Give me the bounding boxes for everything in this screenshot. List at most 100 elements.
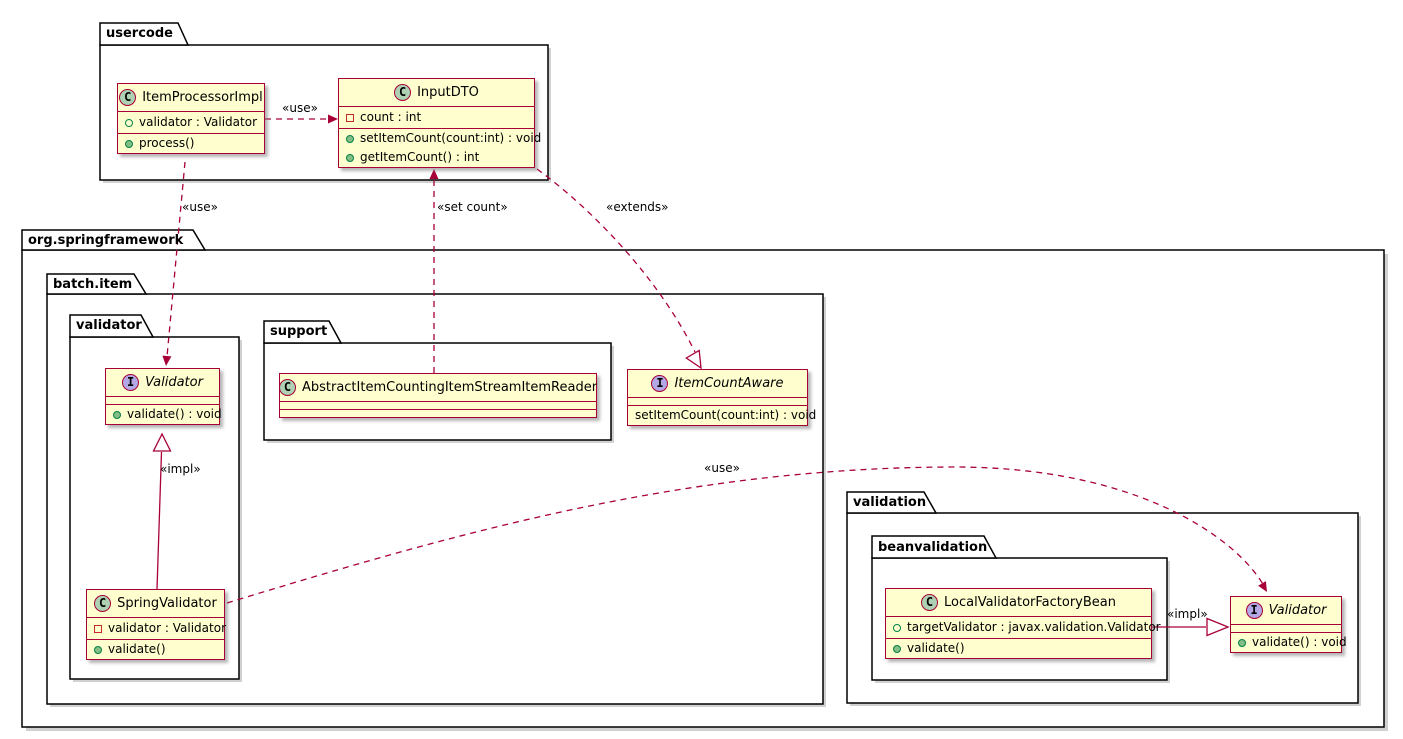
methods-compartment: setItemCount(count:int) : void getItemCo…	[339, 128, 541, 167]
methods-compartment: setItemCount(count:int) : void	[628, 405, 816, 425]
class-spot-icon: C	[278, 379, 296, 396]
method-row: validate()	[886, 639, 1151, 658]
edge-impl-springvalidator	[152, 432, 172, 590]
class-name: ItemCountAware	[674, 376, 784, 391]
class-spot-icon: C	[394, 84, 412, 101]
edge-label-use: «use»	[182, 200, 218, 214]
fields-compartment	[280, 401, 596, 409]
fields-compartment: count : int	[339, 106, 534, 128]
class-title: I Validator	[1231, 597, 1341, 624]
package-label-batch-item: batch.item	[53, 277, 133, 292]
interface-spot-icon: I	[651, 375, 669, 392]
class-name: LocalValidatorFactoryBean	[944, 595, 1116, 610]
public-method-icon	[346, 134, 354, 143]
class-title: C LocalValidatorFactoryBean	[886, 589, 1151, 616]
field-text: targetValidator : javax.validation.Valid…	[907, 620, 1161, 634]
field-row: count : int	[339, 107, 534, 128]
fields-compartment: targetValidator : javax.validation.Valid…	[886, 616, 1161, 638]
method-row: validate() : void	[1231, 633, 1347, 652]
field-row: validator : Validator	[118, 112, 264, 133]
package-label-springframework: org.springframework	[28, 233, 184, 248]
package-label-beanvalidation: beanvalidation	[878, 540, 988, 555]
edge-use-long	[226, 466, 1267, 604]
methods-compartment	[280, 409, 596, 417]
edge-use-validator	[162, 161, 186, 366]
class-name: InputDTO	[417, 85, 479, 100]
edge-extends-itemcountaware	[536, 168, 702, 370]
edge-label-use: «use»	[704, 461, 740, 475]
class-spot-icon: C	[94, 595, 112, 612]
field-row: validator : Validator	[87, 618, 226, 639]
private-field-icon	[94, 624, 102, 633]
class-title: C ItemProcessorImpl	[118, 84, 264, 111]
public-field-icon	[893, 623, 901, 632]
package-label-validation: validation	[853, 495, 927, 510]
class-item-processor-impl: C ItemProcessorImpl validator : Validato…	[117, 83, 265, 154]
package-label-usercode: usercode	[106, 26, 173, 41]
class-item-count-aware: I ItemCountAware setItemCount(count:int)…	[627, 369, 816, 426]
class-title: I ItemCountAware	[628, 370, 807, 397]
class-spot-icon: C	[119, 89, 137, 106]
public-method-icon	[893, 644, 901, 653]
method-row: validate()	[87, 640, 224, 659]
edge-set-count	[429, 169, 439, 373]
public-method-icon	[1238, 638, 1246, 647]
private-field-icon	[346, 113, 354, 122]
method-text: validate()	[108, 642, 166, 656]
edge-label-impl: «impl»	[1167, 607, 1208, 621]
class-name: ItemProcessorImpl	[142, 90, 263, 105]
class-title: C SpringValidator	[87, 590, 224, 617]
method-text: validate()	[907, 641, 965, 655]
class-name: SpringValidator	[117, 596, 217, 611]
interface-spot-icon: I	[122, 374, 140, 391]
class-validator-interface-validation: I Validator validate() : void	[1230, 596, 1347, 653]
method-text: getItemCount() : int	[360, 150, 480, 164]
fields-compartment: validator : Validator	[87, 617, 226, 639]
class-name: Validator	[145, 375, 203, 390]
package-label-support: support	[270, 324, 328, 339]
class-name: Validator	[1268, 603, 1327, 618]
fields-compartment	[628, 397, 807, 405]
field-text: validator : Validator	[108, 621, 226, 635]
field-text: count : int	[360, 110, 422, 124]
methods-compartment: validate()	[886, 638, 1151, 658]
edge-label-use: «use»	[282, 101, 318, 115]
method-text: validate() : void	[1252, 635, 1347, 649]
method-row: setItemCount(count:int) : void	[628, 406, 816, 425]
class-title: C AbstractItemCountingItemStreamItemRead…	[278, 374, 598, 401]
method-row: process()	[118, 134, 264, 153]
field-row: targetValidator : javax.validation.Valid…	[886, 617, 1161, 638]
method-text: process()	[139, 136, 195, 150]
methods-compartment: validate() : void	[106, 404, 222, 424]
public-method-icon	[346, 153, 354, 162]
public-method-icon	[125, 139, 133, 148]
edge-use-inputdto	[265, 114, 338, 124]
method-row: validate() : void	[106, 405, 222, 424]
public-method-icon	[113, 410, 121, 419]
class-title: C InputDTO	[339, 79, 534, 106]
methods-compartment: process()	[118, 133, 264, 153]
public-method-icon	[94, 645, 102, 654]
class-name: AbstractItemCountingItemStreamItemReader	[301, 380, 598, 395]
class-title: I Validator	[106, 369, 219, 396]
class-spring-validator: C SpringValidator validator : Validator …	[86, 589, 226, 660]
package-label-validator: validator	[76, 318, 142, 333]
interface-spot-icon: I	[1245, 602, 1263, 619]
method-text: setItemCount(count:int) : void	[635, 408, 817, 422]
class-local-validator-factory-bean: C LocalValidatorFactoryBean targetValida…	[885, 588, 1161, 659]
method-text: setItemCount(count:int) : void	[360, 131, 542, 145]
class-abstract-item-counting-reader: C AbstractItemCountingItemStreamItemRead…	[278, 373, 598, 418]
class-validator-interface: I Validator validate() : void	[105, 368, 222, 425]
class-input-dto: C InputDTO count : int setItemCount(coun…	[338, 78, 541, 168]
edge-impl-lvfb	[1152, 617, 1230, 637]
fields-compartment	[1231, 624, 1341, 632]
method-text: validate() : void	[127, 407, 222, 421]
methods-compartment: validate()	[87, 639, 224, 659]
fields-compartment: validator : Validator	[118, 111, 264, 133]
methods-compartment: validate() : void	[1231, 632, 1347, 652]
class-spot-icon: C	[921, 594, 938, 611]
method-row: setItemCount(count:int) : void	[339, 129, 541, 148]
field-text: validator : Validator	[139, 115, 257, 129]
edge-label-extends: «extends»	[606, 200, 669, 214]
method-row: getItemCount() : int	[339, 148, 534, 167]
